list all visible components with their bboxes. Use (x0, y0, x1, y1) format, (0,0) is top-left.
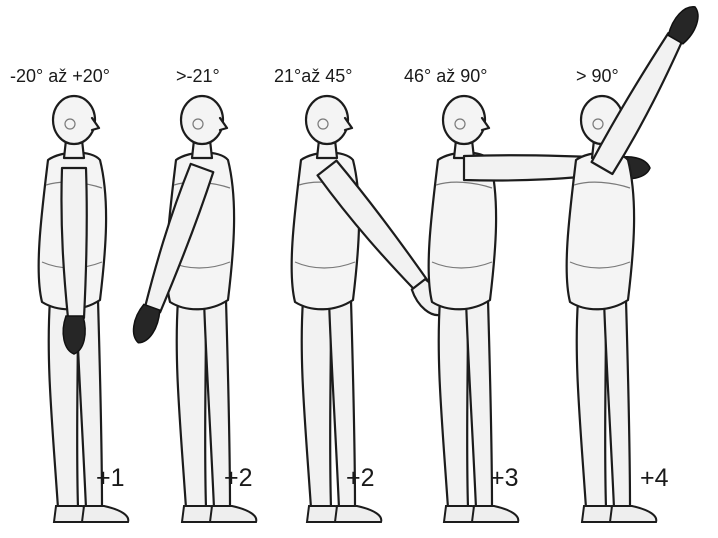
score-label-fig4: +3 (490, 464, 519, 493)
score-label-fig3: +2 (346, 464, 375, 493)
range-label-fig2: >-21° (176, 66, 220, 87)
score-label-fig5: +4 (640, 464, 669, 493)
range-label-fig5: > 90° (576, 66, 619, 87)
range-label-fig1: -20° až +20° (10, 66, 110, 87)
score-label-fig2: +2 (224, 464, 253, 493)
range-label-fig3: 21°až 45° (274, 66, 352, 87)
standing-figure-arm-back-icon (127, 96, 257, 522)
range-label-fig4: 46° až 90° (404, 66, 487, 87)
score-label-fig1: +1 (96, 464, 125, 493)
standing-figure-arm-down-icon (39, 96, 129, 522)
standing-figure-arm-forward-icon (292, 96, 452, 522)
